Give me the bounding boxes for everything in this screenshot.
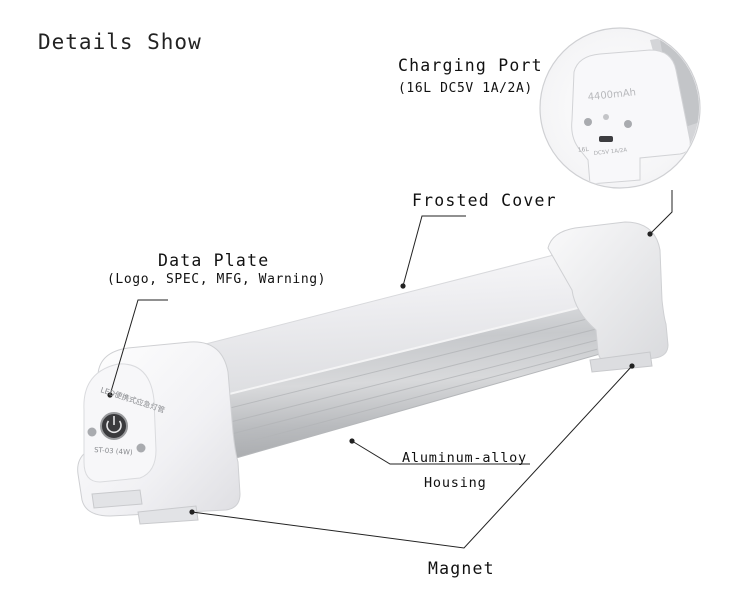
leader-housing: [351, 440, 530, 465]
leader-frosted-cover: [402, 215, 466, 287]
charging-port-inset: [539, 27, 701, 189]
charging-port-title: Charging Port: [398, 56, 543, 75]
leader-data-plate: [109, 299, 168, 396]
power-icon: [106, 420, 122, 434]
usb-port-icon: [599, 136, 613, 142]
housing-line1: Aluminum-alloy: [402, 450, 527, 466]
screw-right: [136, 443, 146, 453]
leader-charging-port: [649, 190, 673, 235]
screw-left: [87, 427, 97, 437]
frosted-cover-title: Frosted Cover: [412, 191, 557, 210]
power-button[interactable]: [100, 412, 128, 440]
inset-capacity-text: 4400mAh: [587, 87, 636, 103]
leader-dots: [107, 231, 653, 515]
magnet-title: Magnet: [428, 559, 495, 578]
inset-port-spec: DC5V 1A/2A: [594, 147, 628, 156]
left-magnet-foot-1: [91, 489, 143, 509]
housing-line2: Housing: [424, 475, 487, 491]
leader-magnet: [191, 365, 633, 549]
page-title: Details Show: [38, 30, 202, 54]
inset-end-cap: [571, 49, 691, 185]
data-plate-detail: (Logo, SPEC, MFG, Warning): [107, 272, 327, 287]
charging-port-spec: (16L DC5V 1A/2A): [398, 81, 533, 96]
left-end-cap: [77, 341, 241, 525]
leader-lines: [109, 190, 673, 549]
data-plate-title: Data Plate: [158, 251, 270, 270]
inset-left-code: 16L: [577, 146, 589, 154]
right-magnet-foot: [589, 351, 653, 373]
left-magnet-foot-2: [137, 505, 199, 525]
right-end-cap: [547, 221, 669, 373]
housing-ridges: [205, 312, 614, 453]
lamp-tube: [185, 246, 615, 463]
model-label: ST-03 (4W): [94, 446, 133, 457]
